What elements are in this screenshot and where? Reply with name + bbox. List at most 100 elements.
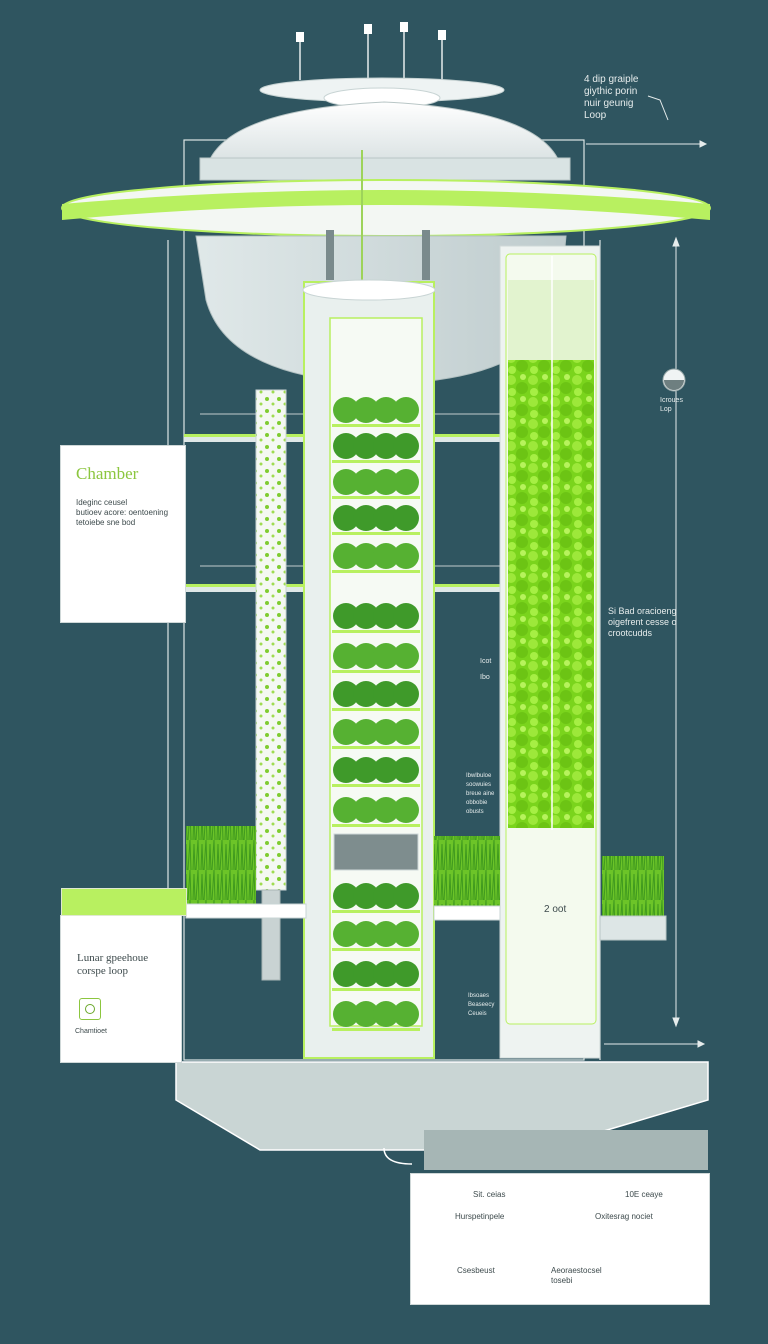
plant-leaf [393, 433, 419, 459]
inner-label-2: Ibwlbuloe soowuies breue aine obbobie ob… [466, 773, 495, 815]
plant-leaf [393, 505, 419, 531]
plant-leaf [353, 961, 379, 987]
plant-tray [332, 784, 420, 787]
plant-tray [332, 1028, 420, 1031]
legend-row2-left: Csesbeust [457, 1266, 495, 1275]
plant-leaf [333, 719, 359, 745]
plant-tray [332, 630, 420, 633]
legend-row1-right: Oxitesrag nociet [595, 1212, 653, 1221]
grass-bed-far-right [602, 856, 664, 918]
plant-leaf [333, 397, 359, 423]
dome [205, 101, 563, 171]
legend-top-right: 10E ceaye [625, 1190, 663, 1199]
lunar-icon-label: Chamtioet [75, 1028, 107, 1035]
plant-tray [332, 824, 420, 827]
plant-leaf [353, 797, 379, 823]
plant-row [332, 757, 420, 787]
plant-leaf [393, 797, 419, 823]
plant-tray [332, 746, 420, 749]
plant-leaf [333, 433, 359, 459]
plant-row [332, 719, 420, 749]
plant-leaf [333, 603, 359, 629]
plant-row [332, 543, 420, 573]
plant-leaf [353, 921, 379, 947]
plant-tray [332, 708, 420, 711]
plant-leaf [373, 757, 399, 783]
plant-leaf [373, 921, 399, 947]
plant-leaf [353, 505, 379, 531]
plant-tray [332, 948, 420, 951]
plant-leaf [373, 469, 399, 495]
plant-leaf [393, 921, 419, 947]
right-small-label: Icroues Lop [660, 397, 683, 413]
legend-row1-left: Hurspetinpele [455, 1212, 505, 1221]
plant-tray [332, 570, 420, 573]
plant-leaf [333, 469, 359, 495]
plant-leaf [373, 505, 399, 531]
chamber-panel: Chamber Ideginc ceusel butioev acore: oe… [60, 445, 186, 623]
chamber-description: Ideginc ceusel butioev acore: oentoening… [76, 498, 169, 527]
plant-leaf [333, 543, 359, 569]
plant-leaf [333, 961, 359, 987]
plant-leaf [393, 961, 419, 987]
top-right-note: 4 dip graiple giythic porin nuir geunig … [584, 74, 639, 121]
plant-row [332, 883, 420, 913]
plant-leaf [333, 681, 359, 707]
plant-leaf [393, 883, 419, 909]
plant-leaf [373, 543, 399, 569]
plant-leaf [393, 757, 419, 783]
plant-row [332, 433, 420, 463]
plant-leaf [393, 643, 419, 669]
plant-leaf [393, 397, 419, 423]
right-mid-label: Si Bad oracioeng oigefrent cesse o croot… [608, 606, 677, 638]
plant-tray [332, 496, 420, 499]
lunar-panel: Lunar gpeehoue corspe loop Chamtioet [60, 888, 187, 1063]
plant-leaf [353, 469, 379, 495]
legend-top-left: Sit. ceias [473, 1190, 506, 1199]
plant-leaf [393, 603, 419, 629]
plant-row [332, 397, 420, 427]
chamber-icon [79, 998, 101, 1020]
plant-tray [332, 988, 420, 991]
plant-leaf [373, 797, 399, 823]
plant-row [332, 1001, 420, 1031]
plant-leaf [353, 603, 379, 629]
plant-row [332, 961, 420, 991]
grass-bed-left [186, 826, 256, 904]
plant-leaf [353, 883, 379, 909]
plant-leaf [333, 797, 359, 823]
plant-leaf [373, 681, 399, 707]
plant-leaf [393, 681, 419, 707]
plant-row [332, 643, 420, 673]
plant-leaf [373, 883, 399, 909]
plant-leaf [353, 543, 379, 569]
tank-label: 2 oot [544, 904, 567, 915]
inner-label-3: Ibsoaes Beaseecy Ceueis [468, 993, 495, 1017]
plant-tray [332, 424, 420, 427]
plant-leaf [333, 1001, 359, 1027]
planter-pot [333, 833, 419, 871]
plant-leaf [353, 433, 379, 459]
plant-leaf [333, 921, 359, 947]
grass-bed-right [434, 836, 500, 906]
algae-tank [499, 245, 601, 1059]
plant-tray [332, 460, 420, 463]
plant-row [332, 469, 420, 499]
plant-leaf [353, 757, 379, 783]
plant-leaf [333, 643, 359, 669]
plant-leaf [333, 505, 359, 531]
algae-tube [255, 389, 287, 891]
plant-row [332, 603, 420, 633]
plant-leaf [373, 643, 399, 669]
plant-tray [332, 532, 420, 535]
plant-row [332, 681, 420, 711]
plant-leaf [333, 757, 359, 783]
top-hub [259, 22, 505, 109]
plant-leaf [393, 469, 419, 495]
plant-leaf [393, 1001, 419, 1027]
plant-tray [332, 910, 420, 913]
lunar-title: Lunar gpeehoue corspe loop [77, 952, 149, 977]
plant-rows [332, 397, 420, 1031]
legend-panel: Sit. ceias 10E ceaye Hurspetinpele Oxite… [410, 1173, 710, 1305]
